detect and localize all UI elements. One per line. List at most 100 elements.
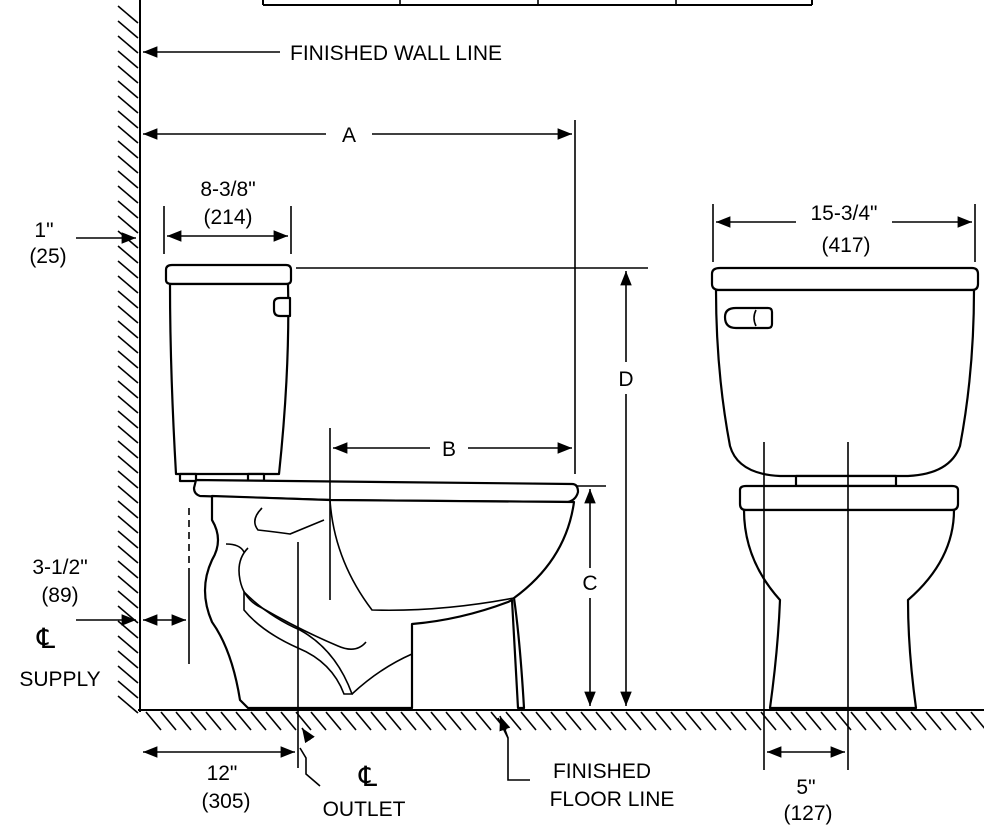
floor-hatch-mark [250,711,267,731]
tank-width-inches: 15-3/4" [811,202,878,225]
wall-hatch-mark [117,500,139,519]
wall-hatch-mark [117,515,139,534]
flush-lever-front [723,306,774,330]
wall-hatch-mark [117,35,139,54]
wall-hatch-mark [117,20,139,39]
dimension-supply-offset: 3-1/2" (89) ℄ SUPPLY [19,556,186,691]
wall-hatch-mark [117,215,139,234]
floor-hatch-mark [850,711,867,731]
floor-hatch-mark [745,711,762,731]
floor-hatch-mark [880,711,897,731]
side-view-toilet [164,263,580,710]
floor-hatch-mark [205,711,222,731]
finished-wall-line-callout: FINISHED WALL LINE [143,42,502,65]
floor-hatch-mark [400,711,417,731]
wall-hatch-mark [117,350,139,369]
wall-hatch-mark [117,260,139,279]
floor-hatch-mark [505,711,522,731]
floor-hatch-mark [730,711,747,731]
supply-centerline-symbol: ℄ [36,623,55,654]
wall-hatch-mark [117,635,139,654]
wall-hatch-mark [117,425,139,444]
wall-hatch-mark [117,380,139,399]
outlet-label: OUTLET [323,798,406,821]
wall-hatch-mark [117,200,139,219]
wall-hatch-mark [117,335,139,354]
wall-hatch-mark [117,140,139,159]
finished-wall [117,0,141,714]
floor-hatch-mark [415,711,432,731]
outlet-offset-inches: 12" [207,762,238,785]
floor-hatch-mark [145,711,162,731]
finished-floor-line-callout: FINISHED FLOOR LINE [497,715,674,811]
dimension-tank-width: 15-3/4" (417) [712,202,976,262]
bowl-front [742,508,956,710]
floor-hatch-mark [280,711,297,731]
floor-hatch-mark [895,711,912,731]
floor-hatch-mark [805,711,822,731]
floor-hatch-mark [625,711,642,731]
floor-hatch-mark [370,711,387,731]
wall-hatch-mark [117,410,139,429]
supply-label: SUPPLY [19,668,100,691]
wall-hatch-mark [117,695,139,714]
wall-hatch-mark [117,455,139,474]
bowl-side [203,494,576,710]
front-view-toilet [710,266,980,770]
wall-hatch-mark [117,305,139,324]
tank-width-mm: (417) [821,234,870,257]
dimension-c: C [576,485,606,706]
floor-hatch-mark [190,711,207,731]
floor-hatch-mark [940,711,957,731]
floor-hatch-mark [655,711,672,731]
floor-hatch-mark [790,711,807,731]
floor-hatch-mark [685,711,702,731]
tank-body-side [168,282,290,476]
wall-hatch-mark [117,485,139,504]
wall-hatch-mark [117,95,139,114]
dimension-outlet-offset: 12" (305) ℄ OUTLET [143,542,406,821]
floor-hatch-mark [565,711,582,731]
tank-lid-side [164,263,293,286]
wall-hatch-mark [117,620,139,639]
wall-hatch-mark [117,590,139,609]
floor-hatch-mark [580,711,597,731]
dimension-d: D [296,267,648,706]
floor-hatch-mark [550,711,567,731]
floor-hatch-mark [220,711,237,731]
wall-hatch-mark [117,155,139,174]
floor-hatch-mark [325,711,342,731]
dimension-d-label: D [618,368,633,391]
floor-hatch-mark [610,711,627,731]
floor-hatch-mark [535,711,552,731]
tank-lid-front [710,266,980,292]
outlet-offset-mm: (305) [201,790,250,813]
finished-wall-line-label: FINISHED WALL LINE [290,42,502,65]
dimension-a: A [143,120,576,474]
floor-hatch-mark [700,711,717,731]
floor-hatch-mark [445,711,462,731]
bolt-spacing-inches: 5" [796,776,815,799]
finished-floor [138,709,984,731]
wall-hatch-mark [117,5,139,24]
wall-hatch-mark [117,245,139,264]
floor-hatch-mark [175,711,192,731]
tank-depth-mm: (214) [203,206,252,229]
floor-hatch-mark [385,711,402,731]
floor-hatch-mark [595,711,612,731]
wall-hatch-mark [117,680,139,699]
tank-depth-inches: 8-3/8" [200,178,255,201]
floor-hatch-mark [160,711,177,731]
floor-hatch-mark [265,711,282,731]
floor-hatch-mark [640,711,657,731]
wall-hatch-mark [117,320,139,339]
wall-hatch-mark [117,65,139,84]
floor-hatch-mark [955,711,972,731]
wall-gap-mm: (25) [29,245,66,268]
wall-hatch-mark [117,470,139,489]
flush-lever-side [272,296,292,318]
supply-offset-inches: 3-1/2" [32,556,87,579]
spec-table-fragment [262,0,813,6]
